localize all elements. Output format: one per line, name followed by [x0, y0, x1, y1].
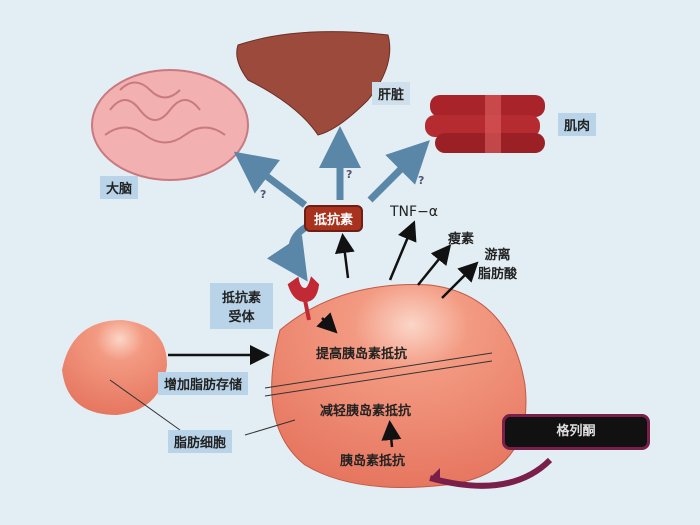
label-liver: 肝脏	[372, 82, 411, 105]
label-leptin: 瘦素	[448, 232, 475, 247]
divider-lines	[109, 352, 493, 436]
glimepiride-box: 格列酮	[502, 414, 650, 450]
brain-image	[91, 69, 249, 181]
label-ffa-line2: 脂肪酸	[478, 267, 518, 282]
label-insulin-resistance: 胰岛素抵抗	[340, 454, 406, 469]
label-ffa: 游离脂肪酸	[478, 244, 517, 282]
resistin-badge: 抵抗素	[304, 205, 364, 232]
label-receptor: 抵抗素受体	[210, 283, 274, 329]
secretion-arrows	[168, 220, 479, 448]
muscle-image	[425, 95, 545, 153]
label-increase-ir: 提高胰岛素抵抗	[316, 347, 408, 362]
label-ffa-line1: 游离	[484, 248, 511, 263]
small-fat-cell	[62, 320, 167, 415]
large-fat-cell	[271, 284, 527, 488]
resistin-receptor-icon	[287, 276, 320, 321]
question-mark-brain: ?	[260, 188, 267, 201]
glimepiride-arrow	[429, 457, 553, 489]
label-receptor-line2: 受体	[228, 310, 255, 325]
glimepiride-arrowhead	[430, 468, 440, 483]
label-increase-fat: 增加脂肪存储	[158, 372, 249, 395]
label-decrease-ir: 减轻胰岛素抵抗	[320, 404, 412, 419]
label-receptor-line1: 抵抗素	[222, 291, 262, 306]
liver-image	[236, 31, 391, 136]
question-mark-liver: ?	[346, 168, 353, 181]
label-muscle: 肌肉	[558, 113, 597, 136]
brain-folds	[104, 81, 226, 144]
label-fat-cell: 脂肪细胞	[168, 430, 233, 453]
label-tnf: TNF−α	[390, 204, 439, 220]
question-mark-muscle: ?	[418, 174, 425, 187]
label-brain: 大脑	[100, 176, 139, 199]
